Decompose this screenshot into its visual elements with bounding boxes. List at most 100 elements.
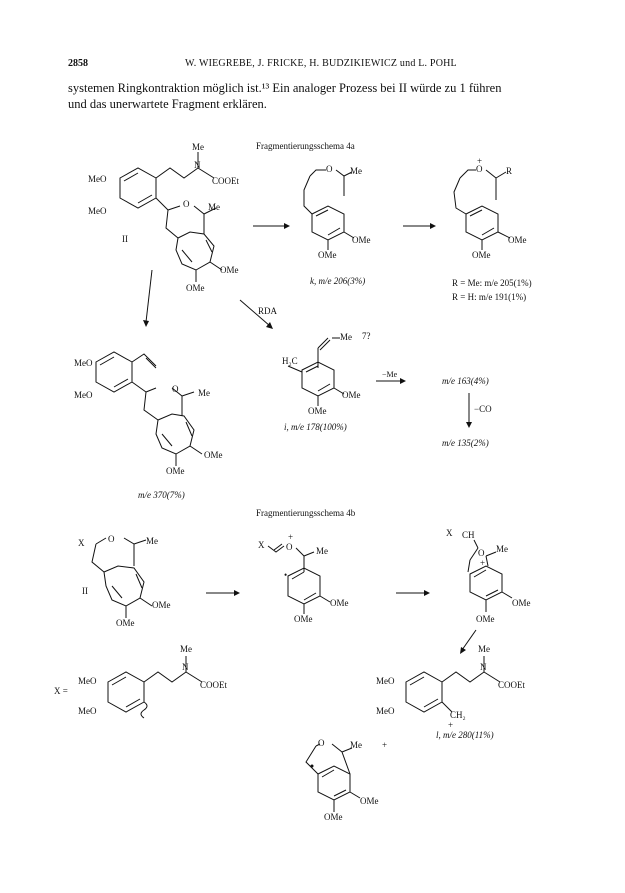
label-loss-co: −CO xyxy=(474,404,492,414)
label-ome-k-1: OMe xyxy=(352,235,371,245)
ion-k-structure xyxy=(303,169,355,250)
label-plus-R: + xyxy=(477,156,483,166)
bottom-fragment-structure xyxy=(305,743,361,812)
x-substituent-structure xyxy=(107,656,203,719)
compound-II-4b-structure xyxy=(91,537,153,618)
body-paragraph: systemen Ringkontraktion möglich ist.¹³ … xyxy=(68,80,568,112)
arrow-4b-1 xyxy=(206,590,240,596)
label-r: R xyxy=(506,166,513,176)
arrow-minus-co xyxy=(466,393,472,428)
label-ome-4b-1: OMe xyxy=(152,600,171,610)
label-me-II-4b: Me xyxy=(146,536,158,546)
label-cooet-x: COOEt xyxy=(200,680,227,690)
label-ome-i-2: OMe xyxy=(308,406,327,416)
ion-l-structure xyxy=(405,656,501,713)
label-ome-i-1: OMe xyxy=(342,390,361,400)
arrow-4b-3 xyxy=(460,629,477,654)
label-m135: m/e 135(2%) xyxy=(442,438,489,448)
label-o-cyclic: O xyxy=(478,548,485,558)
label-me-370: Me xyxy=(198,388,210,398)
label-me-II: Me xyxy=(208,202,220,212)
page-number: 2858 xyxy=(68,58,88,69)
label-ome-bottom-2: OMe xyxy=(324,812,343,822)
label-x-II: X xyxy=(78,538,85,548)
label-o-370: O xyxy=(172,384,179,394)
label-plus-l: + xyxy=(448,720,454,730)
label-ome-bottom-1: OMe xyxy=(360,796,379,806)
paragraph-line-2: und das unerwartete Fragment erklären. xyxy=(68,97,267,111)
label-ome-open-2: OMe xyxy=(294,614,313,624)
label-me-cyclic: Me xyxy=(496,544,508,554)
label-meo-l-2: MeO xyxy=(376,706,395,716)
label-o-bottom: O xyxy=(318,738,325,748)
label-cooet-l: COOEt xyxy=(498,680,525,690)
label-ome-II-1: OMe xyxy=(220,265,239,275)
label-me-x: Me xyxy=(180,644,192,654)
label-ch-cyclic: CH xyxy=(462,530,475,540)
label-n-l: N xyxy=(480,662,487,672)
label-ome-open-1: OMe xyxy=(330,598,349,608)
label-x-open: X xyxy=(258,540,265,550)
label-n: N xyxy=(194,160,201,170)
label-ion-i: i, m/e 178(100%) xyxy=(284,422,347,432)
label-7: 7? xyxy=(362,331,371,341)
label-plus-sum: + xyxy=(382,740,388,750)
label-o-k: O xyxy=(326,164,333,174)
label-meo-x-1: MeO xyxy=(78,676,97,686)
label-m370: m/e 370(7%) xyxy=(138,490,185,500)
label-ome-4b-2: OMe xyxy=(116,618,135,628)
m370-structure xyxy=(95,351,203,466)
running-header-authors: W. WIEGREBE, J. FRICKE, H. BUDZIKIEWICZ … xyxy=(185,58,457,69)
label-ch2-l: CH₂ xyxy=(450,710,466,720)
label-ome-R-2: OMe xyxy=(472,250,491,260)
label-ome-370-2: OMe xyxy=(166,466,185,476)
label-ion-l: l, m/e 280(11%) xyxy=(436,730,494,740)
label-meo-2: MeO xyxy=(88,206,107,216)
label-o-R: O xyxy=(476,164,483,174)
arrow-k-to-R xyxy=(403,223,436,229)
label-rda: RDA xyxy=(258,306,278,316)
label-ome-cyclic-1: OMe xyxy=(512,598,531,608)
label-meo-1: MeO xyxy=(88,174,107,184)
label-h2c: H₂C xyxy=(282,356,298,366)
label-ome-370-1: OMe xyxy=(204,450,223,460)
label-R-me: R = Me: m/e 205(1%) xyxy=(452,278,532,288)
label-meo-x-2: MeO xyxy=(78,706,97,716)
arrow-II-to-k xyxy=(253,223,290,229)
label-plus-cyclic: + xyxy=(480,558,486,568)
arrow-II-down xyxy=(143,269,153,327)
label-loss-me: −Me xyxy=(382,370,398,379)
compound-II-structure xyxy=(119,152,223,282)
label-ome-II-2: OMe xyxy=(186,283,205,293)
label-me-k: Me xyxy=(350,166,362,176)
label-compound-II-4b: II xyxy=(82,586,88,596)
label-radical-dot: • xyxy=(284,570,288,580)
label-meo-370-1: MeO xyxy=(74,358,93,368)
arrow-minus-me xyxy=(376,378,406,384)
paragraph-line-1: systemen Ringkontraktion möglich ist.¹³ … xyxy=(68,81,502,95)
ion-R-structure xyxy=(453,169,511,250)
ion-4b-open-structure xyxy=(267,543,331,614)
label-n-x: N xyxy=(182,662,189,672)
label-me-l: Me xyxy=(478,644,490,654)
label-ome-R-1: OMe xyxy=(508,235,527,245)
label-meo-370-2: MeO xyxy=(74,390,93,400)
label-R-h: R = H: m/e 191(1%) xyxy=(452,292,527,302)
label-o-II-4b: O xyxy=(108,534,115,544)
ion-4b-cyclic-structure xyxy=(467,539,513,612)
label-compound-II: II xyxy=(122,234,128,244)
label-me-n: Me xyxy=(192,142,204,152)
label-plus-open: + xyxy=(288,532,294,542)
label-o-open: O xyxy=(286,542,293,552)
label-me-i: Me xyxy=(340,332,352,342)
scheme-4b-caption: Fragmentierungsschema 4b xyxy=(256,508,356,518)
label-ion-k: k, m/e 206(3%) xyxy=(310,276,366,286)
label-x-def: X = xyxy=(54,686,68,696)
scheme-4a-caption: Fragmentierungsschema 4a xyxy=(256,141,355,151)
label-o-II: O xyxy=(183,199,190,209)
label-me-open: Me xyxy=(316,546,328,556)
arrow-II-rda xyxy=(239,299,273,329)
label-meo-l-1: MeO xyxy=(376,676,395,686)
label-ome-k-2: OMe xyxy=(318,250,337,260)
